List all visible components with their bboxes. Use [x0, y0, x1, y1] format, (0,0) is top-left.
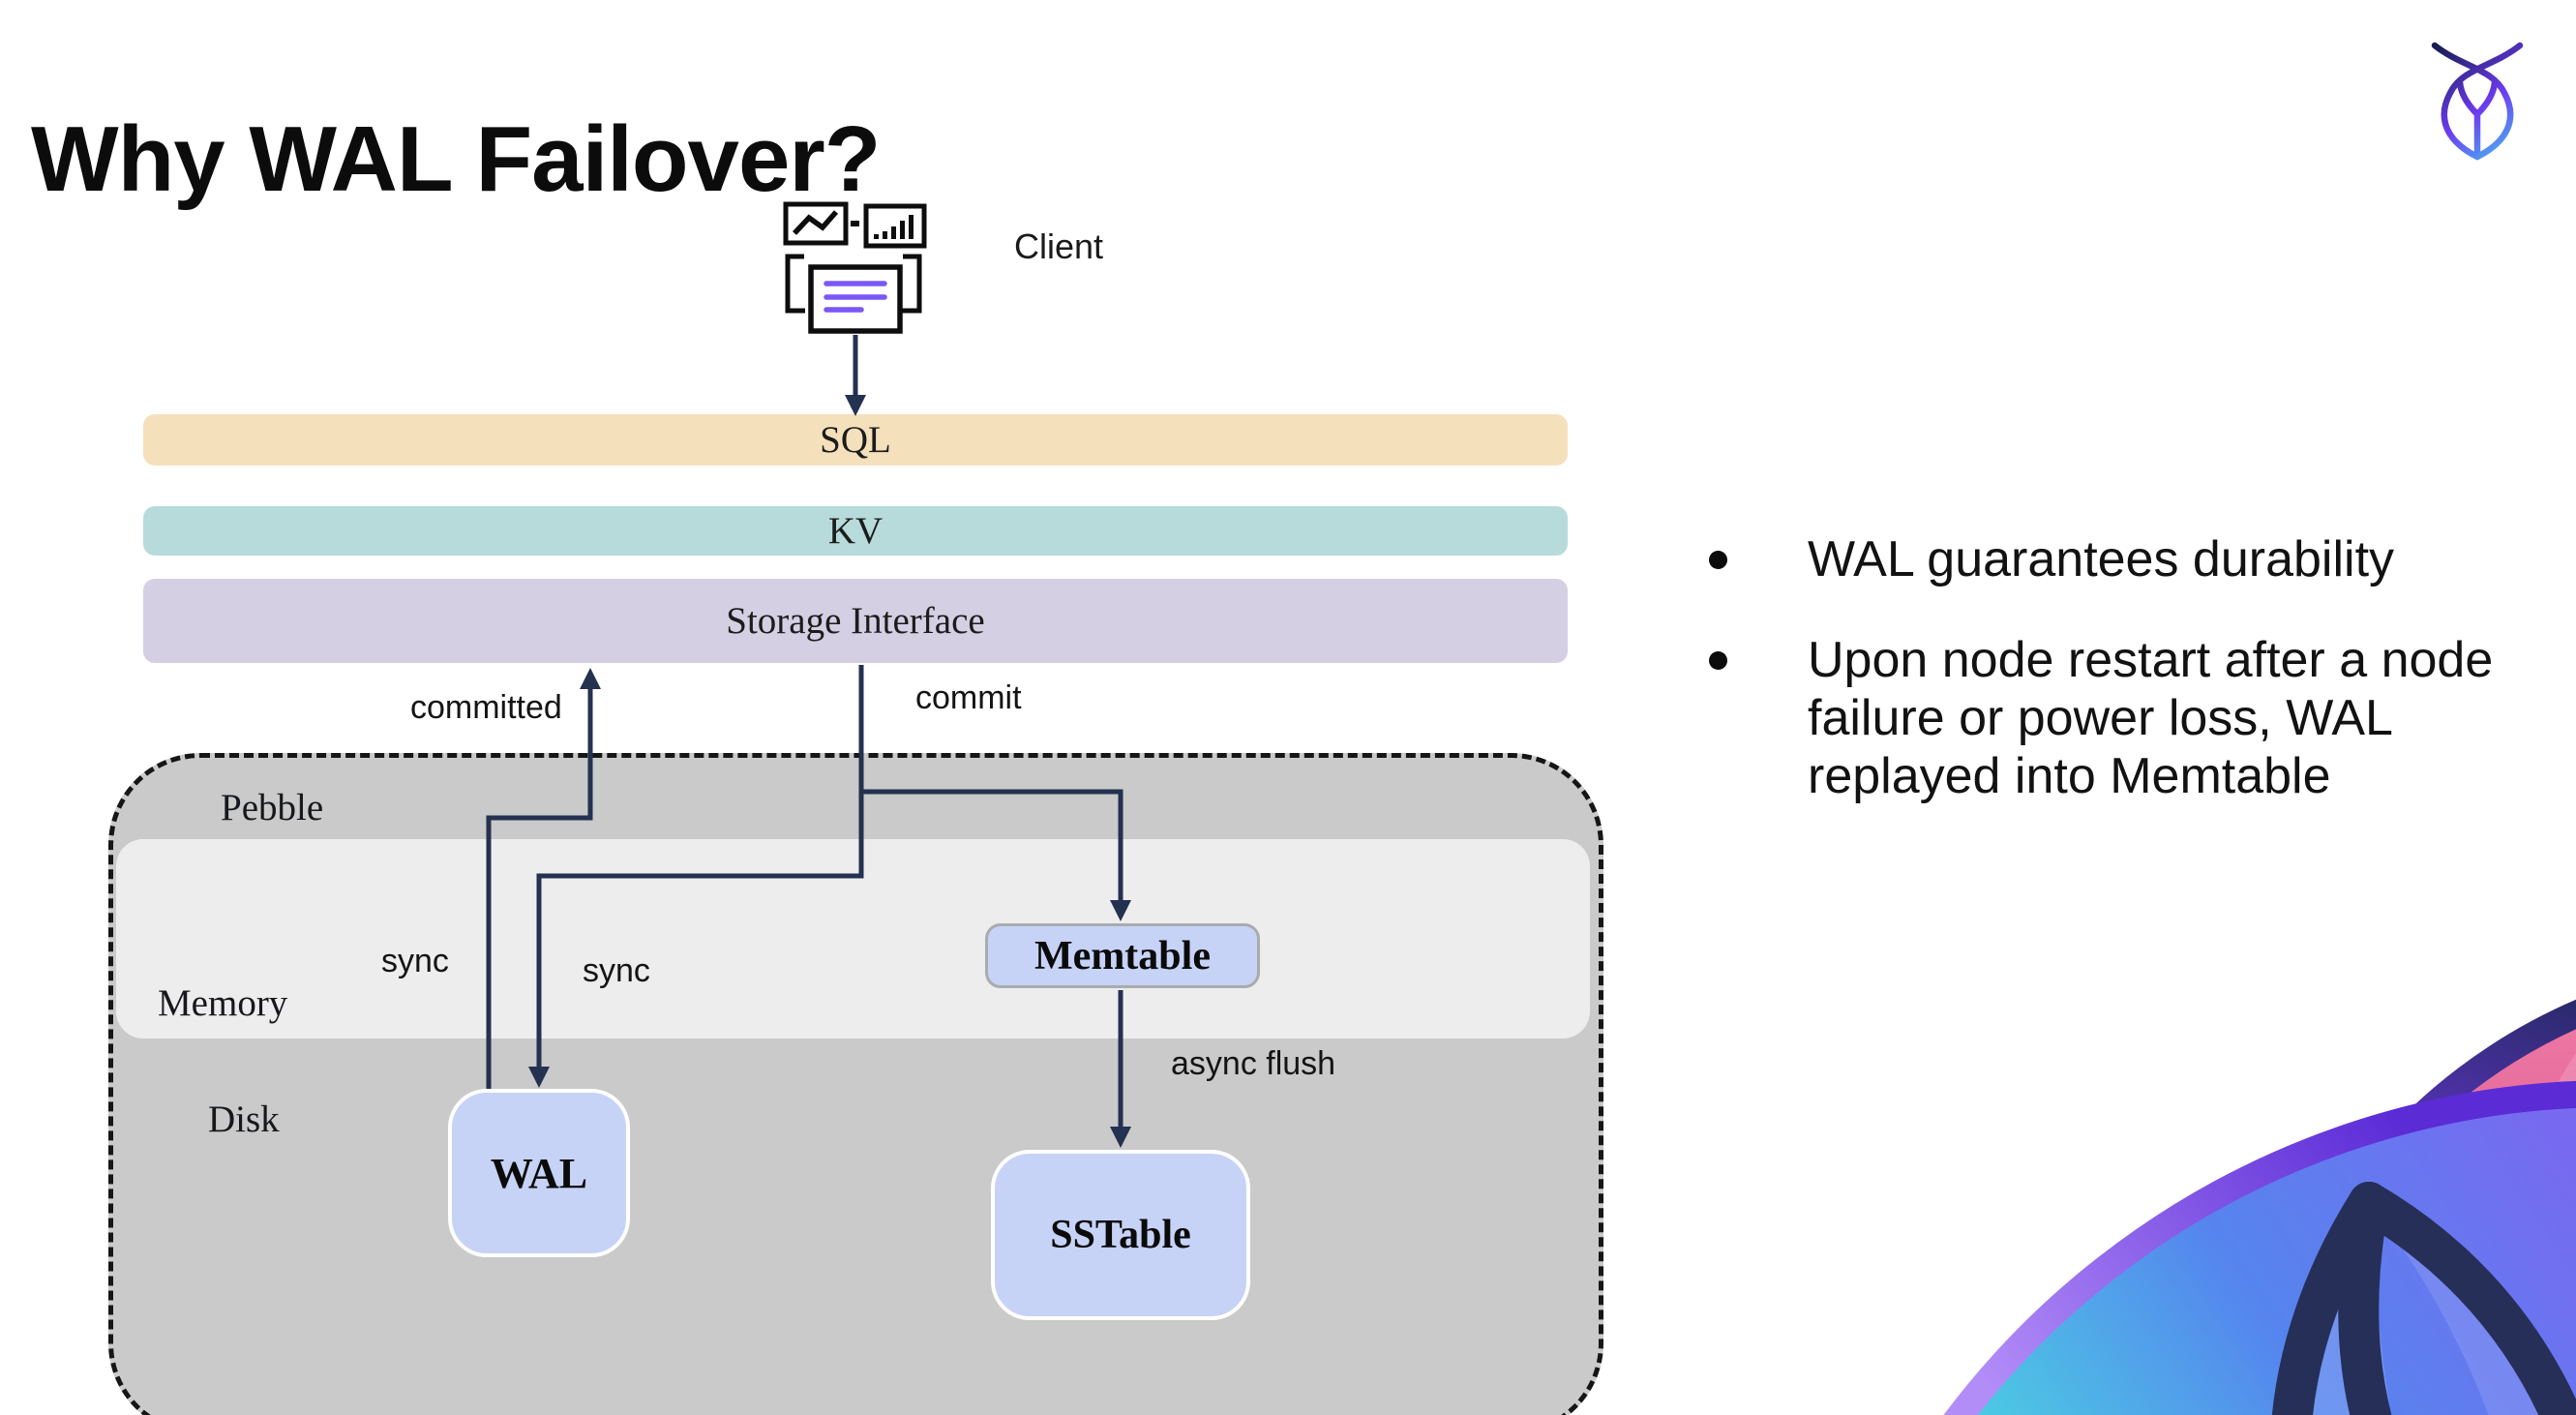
- decoration-pink-circle: [2259, 1014, 2576, 1415]
- decoration-pink-arc: [2245, 999, 2576, 1415]
- bar-chart-icon: [863, 203, 927, 249]
- page-title: Why WAL Failover?: [31, 107, 881, 212]
- bullet-dot-icon: [1709, 651, 1727, 670]
- bullet-text: WAL guarantees durability: [1808, 531, 2395, 587]
- edge-label-commit: commit: [915, 679, 1022, 716]
- cockroachdb-logo-icon: [2431, 42, 2524, 161]
- memory-label: Memory: [158, 982, 288, 1024]
- disk-label: Disk: [208, 1099, 280, 1140]
- bracket-right-icon: [902, 254, 922, 314]
- client-label: Client: [1014, 226, 1104, 266]
- wal-box-label: WAL: [490, 1149, 588, 1197]
- line-chart-icon: [783, 201, 849, 246]
- bullet-list: WAL guarantees durability Upon node rest…: [1709, 530, 2541, 805]
- bullet-item: WAL guarantees durability: [1709, 530, 2541, 588]
- bullet-item: Upon node restart after a node failure o…: [1709, 631, 2541, 805]
- layer-bar-sql-label: SQL: [820, 419, 891, 461]
- client-terminal-icon: [783, 201, 927, 334]
- edge-label-sync-right: sync: [583, 952, 650, 989]
- memtable-box: Memtable: [985, 923, 1260, 988]
- memtable-box-label: Memtable: [1034, 933, 1211, 978]
- pebble-label: Pebble: [221, 787, 324, 828]
- decoration-blue-arc: [1943, 1081, 2576, 1415]
- layer-bar-kv: KV: [143, 506, 1568, 556]
- edge-label-sync-left: sync: [381, 943, 449, 979]
- edge-label-async-flush: async flush: [1171, 1045, 1336, 1082]
- wal-box: WAL: [448, 1089, 630, 1257]
- layer-bar-storage-interface-label: Storage Interface: [726, 600, 985, 642]
- bullet-dot-icon: [1709, 551, 1727, 569]
- layer-bar-kv-label: KV: [827, 510, 884, 552]
- memory-band: [116, 839, 1590, 1039]
- layer-bar-sql: SQL: [143, 414, 1568, 466]
- decoration-blue-circle: [1961, 1095, 2576, 1415]
- sstable-box-label: SSTable: [1050, 1213, 1191, 1257]
- arrowhead-sql: [845, 395, 866, 416]
- sstable-box: SSTable: [991, 1150, 1250, 1320]
- edge-label-committed: committed: [410, 689, 562, 726]
- layer-bar-storage-interface: Storage Interface: [143, 579, 1568, 663]
- bullet-text: Upon node restart after a node failure o…: [1808, 632, 2494, 804]
- decoration-leaf-veins: [2271, 1182, 2576, 1415]
- arrowhead-committed: [580, 668, 601, 689]
- document-text-lines: [824, 281, 887, 313]
- bracket-left-icon: [785, 254, 805, 314]
